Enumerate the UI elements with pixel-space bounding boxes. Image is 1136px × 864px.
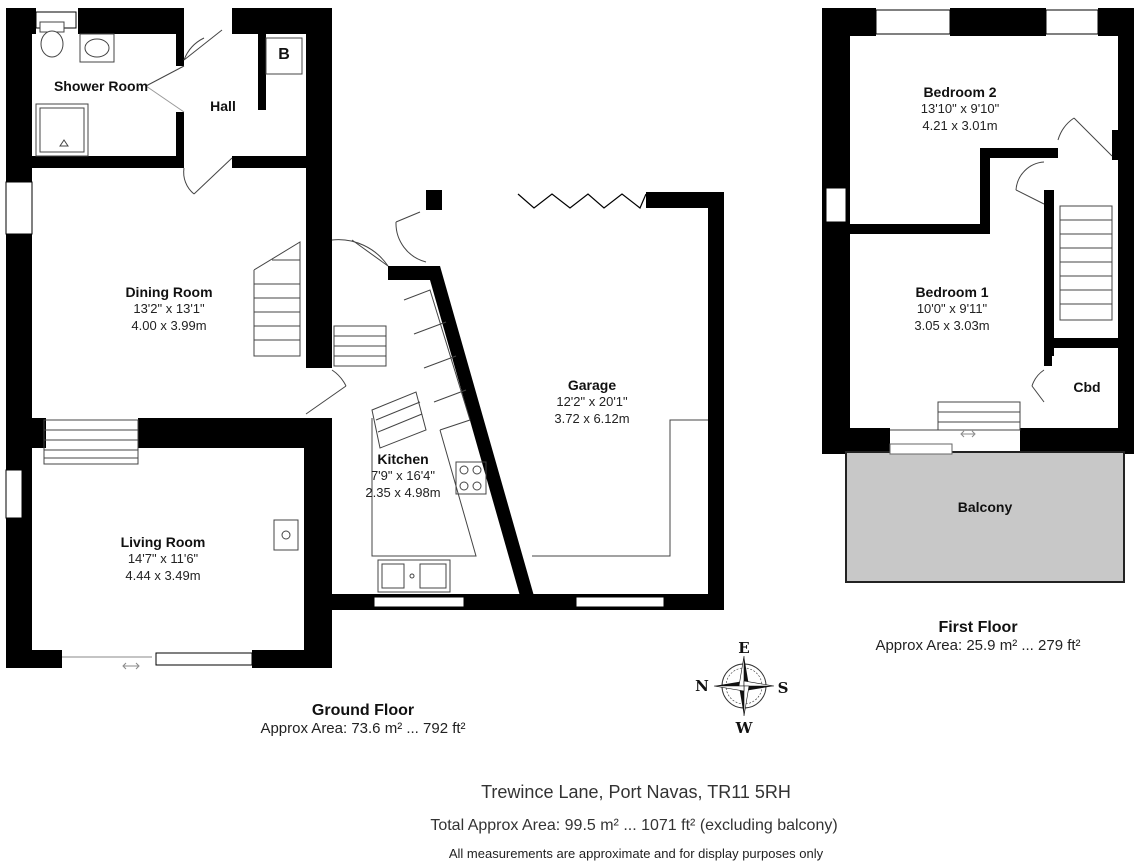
living-sliding-door (62, 656, 152, 670)
room-name-cupboard: Cbd (1073, 379, 1101, 395)
room-label-bedroom-1: Bedroom 1 10'0" x 9'11" 3.05 x 3.03m (914, 284, 989, 334)
room-dim-metric-bedroom-2: 4.21 x 3.01m (922, 118, 998, 133)
footer-address: Trewince Lane, Port Navas, TR11 5RH (481, 782, 791, 802)
room-label-garage: Garage 12'2" x 20'1" 3.72 x 6.12m (554, 377, 629, 427)
room-name-garage: Garage (567, 377, 617, 393)
room-dim-imperial-kitchen: 7'9" x 16'4" (370, 468, 436, 483)
compass-south-label: S (777, 679, 789, 697)
room-name-hall: Hall (210, 98, 236, 114)
room-name-bedroom-2: Bedroom 2 (923, 84, 997, 100)
ground-floor-fixtures (35, 21, 708, 593)
room-dim-imperial-garage: 12'2" x 20'1" (556, 394, 628, 409)
room-name-dining-room: Dining Room (125, 284, 213, 300)
room-dim-metric-garage: 3.72 x 6.12m (554, 411, 630, 426)
compass-east-label: E (738, 639, 750, 657)
first-floor-windows (825, 9, 1099, 223)
room-label-bedroom-2: Bedroom 2 13'10" x 9'10" 4.21 x 3.01m (921, 84, 1000, 134)
footer-total-area: Total Approx Area: 99.5 m² ... 1071 ft² … (430, 817, 838, 834)
first-floor-caption: First Floor Approx Area: 25.9 m² ... 279… (875, 619, 1080, 654)
compass-west-label: W (735, 719, 753, 737)
room-dim-imperial-living-room: 14'7" x 11'6" (127, 551, 199, 566)
room-name-balcony: Balcony (957, 499, 1013, 515)
first-floor-fixtures (890, 117, 1113, 438)
compass-rose (713, 655, 775, 717)
ground-floor-area: Approx Area: 73.6 m² ... 792 ft² (260, 720, 466, 737)
room-name-shower-room: Shower Room (53, 78, 149, 94)
ground-floor-windows (5, 11, 665, 666)
room-dim-metric-living-room: 4.44 x 3.49m (125, 568, 201, 583)
room-name-living-room: Living Room (120, 534, 206, 550)
first-floor-title: First Floor (938, 619, 1018, 636)
ground-floor-title: Ground Floor (311, 702, 415, 719)
room-name-boiler: B (278, 46, 290, 63)
room-dim-imperial-bedroom-2: 13'10" x 9'10" (920, 101, 1000, 116)
ground-floor-caption: Ground Floor Approx Area: 73.6 m² ... 79… (260, 702, 465, 737)
compass-north-label: N (695, 677, 709, 695)
room-dim-imperial-bedroom-1: 10'0" x 9'11" (916, 301, 988, 316)
first-floor-plan (822, 8, 1134, 454)
room-dim-metric-kitchen: 2.35 x 4.98m (365, 485, 441, 500)
room-name-bedroom-1: Bedroom 1 (915, 284, 989, 300)
footer-disclaimer: All measurements are approximate and for… (448, 846, 824, 861)
room-label-living-room: Living Room 14'7" x 11'6" 4.44 x 3.49m (121, 534, 206, 584)
ground-floor-plan (6, 8, 724, 668)
room-name-kitchen: Kitchen (377, 451, 429, 467)
room-label-kitchen: Kitchen 7'9" x 16'4" 2.35 x 4.98m (365, 451, 440, 501)
room-dim-metric-bedroom-1: 3.05 x 3.03m (914, 318, 990, 333)
room-dim-metric-dining-room: 4.00 x 3.99m (131, 318, 207, 333)
room-dim-imperial-dining-room: 13'2" x 13'1" (133, 301, 205, 316)
balcony-area (845, 451, 1125, 583)
room-label-dining-room: Dining Room 13'2" x 13'1" 4.00 x 3.99m (125, 284, 212, 334)
first-floor-area: Approx Area: 25.9 m² ... 279 ft² (875, 637, 1081, 654)
